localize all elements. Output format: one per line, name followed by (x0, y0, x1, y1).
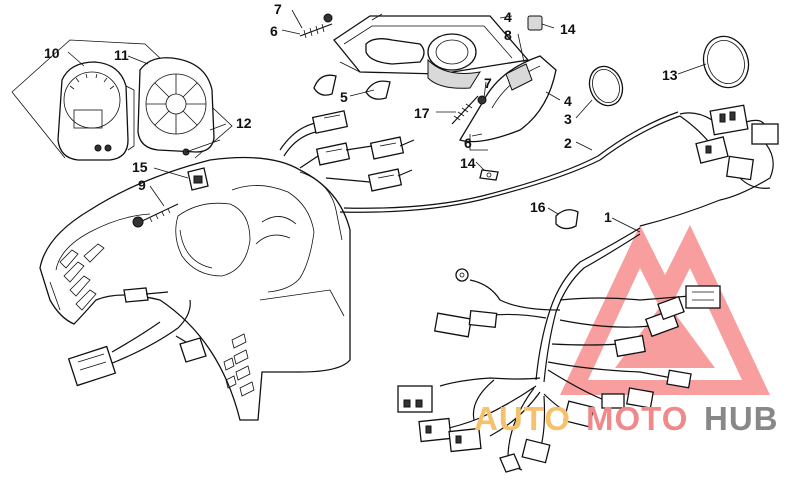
watermark-hub: HUB (704, 400, 779, 437)
callout-13: 13 (662, 67, 678, 83)
callout-11: 11 (114, 47, 129, 63)
callout-4b: 4 (564, 93, 572, 109)
screw-part-9 (132, 203, 179, 228)
watermark-moto: MOTO (586, 400, 688, 437)
callout-7a: 7 (274, 1, 282, 17)
callout-14a: 14 (560, 21, 576, 37)
callout-6a: 6 (270, 23, 278, 39)
harness-part-1 (397, 227, 721, 473)
callout-8: 8 (504, 27, 512, 43)
instrument-cluster (57, 61, 135, 161)
callout-15: 15 (132, 159, 148, 175)
upper-cover (333, 13, 530, 89)
callout-labels: 1 2 3 4 4 5 6 6 7 7 8 9 10 11 12 13 14 1… (44, 1, 678, 225)
clip-part-14 (479, 15, 543, 181)
callout-17: 17 (414, 105, 430, 121)
callout-9: 9 (138, 177, 146, 193)
callout-2: 2 (564, 135, 572, 151)
band-part-3 (588, 65, 624, 107)
leader-lines (67, 9, 707, 233)
spring-7-6-top (299, 13, 333, 39)
fittings-part-5 (313, 74, 391, 100)
callout-4a: 4 (504, 9, 512, 25)
callout-1: 1 (604, 209, 612, 225)
watermark-auto: AUTO (474, 400, 571, 437)
console-harness (67, 287, 207, 387)
callout-10: 10 (44, 45, 60, 61)
sensor-part-15 (187, 167, 209, 191)
callout-6b: 6 (464, 135, 472, 151)
callout-16: 16 (530, 199, 546, 215)
lower-cover (459, 55, 557, 151)
watermark-text: AUTO MOTO HUB (474, 400, 779, 437)
callout-14b: 14 (460, 155, 476, 171)
callout-3: 3 (564, 111, 572, 127)
cluster-connectors (279, 110, 415, 192)
cluster-housing (137, 57, 221, 156)
callout-5: 5 (340, 89, 348, 105)
band-part-13 (702, 35, 750, 89)
clip-part-16 (555, 209, 579, 230)
front-console (39, 156, 351, 421)
harness-part-2 (339, 104, 779, 227)
callout-7b: 7 (484, 75, 492, 91)
callout-12: 12 (236, 115, 252, 131)
